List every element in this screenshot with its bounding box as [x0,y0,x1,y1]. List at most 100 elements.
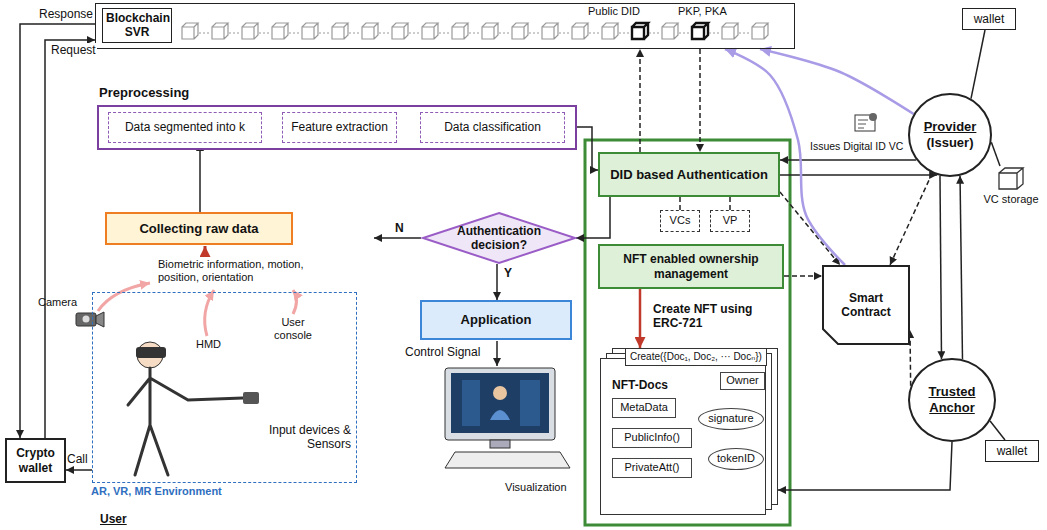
connector [890,173,932,265]
wallet-box: Crypto wallet [5,438,66,483]
node-text: wallet [997,444,1028,458]
reject-arrow [374,237,421,239]
connector [940,176,942,359]
text-label: Control Signal [405,345,480,359]
process-box: Application [420,300,572,340]
vc-document-icon [869,113,877,121]
block-chain-cubes [512,23,528,39]
edge-label: Call [66,452,89,466]
block-chain-cubes [319,33,331,34]
field-box: Owner [720,372,765,390]
node-text: VP [723,214,738,227]
block-chain-cubes [722,23,738,39]
connector [639,49,641,152]
vc-document-icon [858,120,868,128]
block-chain-cubes [709,33,721,34]
connector [699,49,701,152]
connector [760,49,914,114]
computer-illustration [520,380,540,426]
block-chain-cubes [619,33,631,34]
block-chain-cubes [649,33,661,34]
node-text: Preprocessing [99,85,189,101]
block-chain-cubes [242,23,258,39]
node-text: Create({Doc₁, Doc₂, ··· Docₙ}) [625,348,767,366]
node-text: signature [708,412,753,425]
block-chain-cubes [302,23,318,39]
node-text: tokenID [717,452,755,465]
block-chain-cubes [739,33,751,34]
environment-region: Input devices & SensorsAR, VR, MR Enviro… [92,292,357,483]
node-text: Input devices & Sensors [243,423,351,452]
connector [971,30,985,99]
process-box: Data classification [420,112,565,143]
text-label: N [395,221,404,235]
edge-label: Response [38,7,94,21]
block-chain-cubes [572,23,588,39]
connector [639,289,642,348]
block-chain-cubes [469,33,481,34]
computer-illustration [490,440,510,448]
storage-cube: VC storage [980,166,1042,210]
block-chain-cubes [379,33,391,34]
node-text: VC storage [980,193,1042,206]
node-text: Data segmented into k [125,120,245,134]
block-chain-cubes [692,23,708,39]
node-text: DID based Authentication [610,167,768,183]
computer-illustration [490,410,510,420]
block-chain-cubes [452,23,468,39]
actor-circle: Provider(Issuer) [908,93,992,177]
block-chain-cubes [259,33,271,34]
computer-illustration [445,452,570,468]
block-chain-cubes [392,23,408,39]
node-text: NFT enabled ownership management [605,252,777,281]
actor-circle: Trusted Anchor [908,358,996,442]
text-label: User console [266,316,320,342]
sensor-arrows [293,290,297,314]
text-label: Visualization [505,481,567,494]
text-label: PKP, PKA [678,5,727,18]
camera-icon [96,312,104,327]
control-arrow [496,341,498,366]
connector [729,197,731,210]
connector [576,197,610,238]
node-text: Authentication decision? [448,224,550,253]
text-label: Public DID [588,5,640,18]
block-chain-cubes [229,33,241,34]
node-text: MetaData [620,401,668,414]
node-text: Crypto wallet [12,446,59,475]
node-text: Data classification [444,120,541,134]
computer-illustration [493,386,507,400]
node-text: PublicInfo() [624,431,680,444]
attribute-oval: signature [698,408,764,430]
node-text: wallet [974,12,1005,26]
connector [778,442,952,490]
edge-label: Y [503,266,513,280]
connector [496,264,498,300]
connector [199,143,201,212]
node-text: Owner [726,374,758,387]
connector [991,142,1000,166]
user-figure [243,392,259,404]
block-chain-cubes [662,23,678,39]
text-label: Camera [38,296,77,309]
sensor-arrows [205,290,214,336]
node-text: (Issuer) [927,135,974,151]
user-figure [128,342,259,475]
node-text: NFT-Docs [612,378,668,392]
credential-box: VP [710,210,750,232]
field-box: MetaData [612,398,676,418]
edge-label: Create NFT using ERC-721 [652,302,766,331]
preprocessing-panel: PreprocessingData segmented into kFeatur… [97,105,577,150]
block-chain-cubes [679,33,691,34]
connector [960,176,962,359]
connector [784,275,822,277]
block-chain-cubes [289,33,301,34]
field-box: PrivateAtt() [612,458,692,478]
block-chain-cubes [212,23,228,39]
edge-label: Request [50,43,97,57]
user-figure [136,347,166,358]
block-chain-cubes [182,23,198,39]
field-box: PublicInfo() [612,428,692,448]
decision-diamond: Authentication decision? [422,212,576,264]
computer-illustration [451,373,549,433]
